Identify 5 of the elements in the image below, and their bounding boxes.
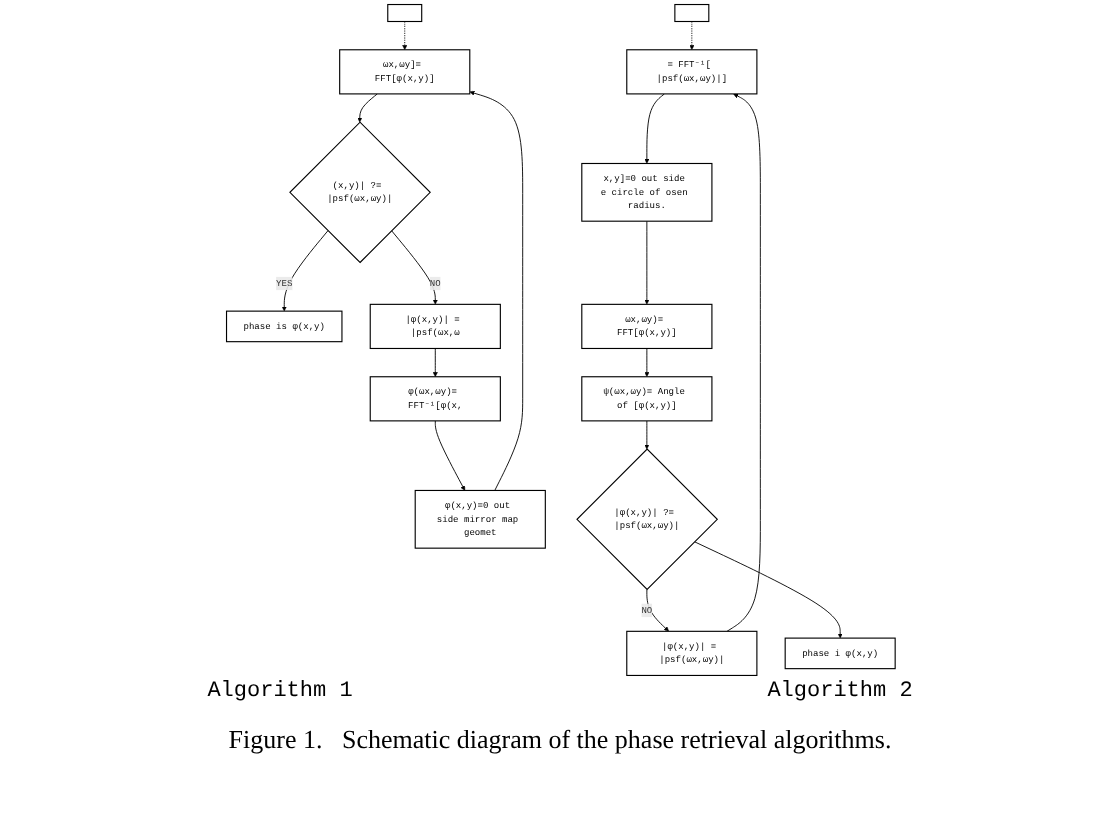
node-box	[673, 3, 709, 23]
algorithm-label: Algorithm 2	[767, 680, 913, 704]
algorithm-label: Algorithm 1	[207, 680, 353, 704]
figure-caption: Figure 1. Schematic diagram of the phase retrieval algorithms.	[228, 724, 892, 756]
node-box	[386, 3, 422, 23]
